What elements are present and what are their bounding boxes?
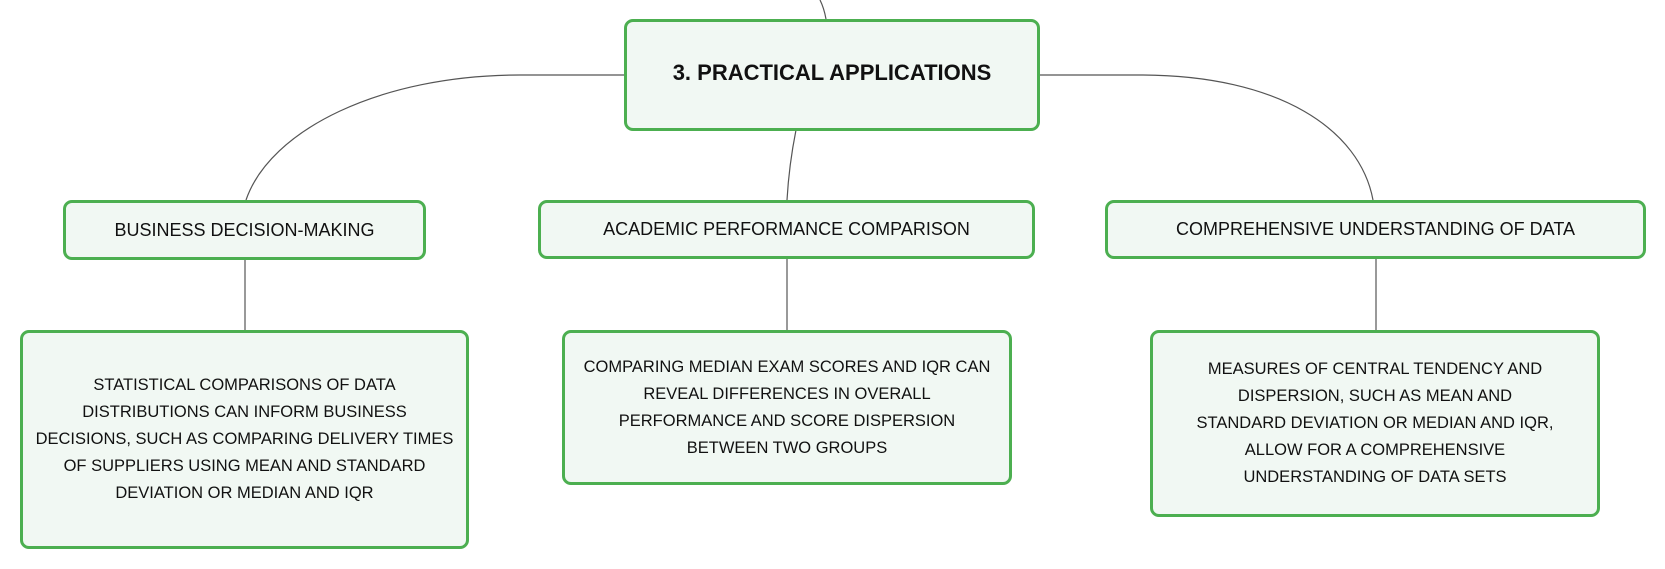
detail-text: COMPARING MEDIAN EXAM SCORES AND IQR CAN…: [583, 357, 991, 457]
link-parent-to-root: [819, 0, 827, 20]
branch-label: ACADEMIC PERFORMANCE COMPARISON: [603, 219, 970, 239]
link-root-to-business: [245, 74, 624, 201]
detail-text: STATISTICAL COMPARISONS OF DATA DISTRIBU…: [35, 376, 454, 502]
root-node[interactable]: 3. PRACTICAL APPLICATIONS: [624, 19, 1040, 131]
root-label: 3. PRACTICAL APPLICATIONS: [672, 60, 992, 85]
detail-node-academic[interactable]: COMPARING MEDIAN EXAM SCORES AND IQR CAN…: [562, 330, 1012, 485]
branch-label: BUSINESS DECISION-MAKING: [114, 219, 375, 240]
branch-node-comprehensive[interactable]: COMPREHENSIVE UNDERSTANDING OF DATA: [1105, 200, 1646, 259]
link-root-to-comprehensive: [1040, 74, 1374, 201]
detail-text: MEASURES OF CENTRAL TENDENCY AND DISPERS…: [1196, 360, 1554, 486]
detail-node-business[interactable]: STATISTICAL COMPARISONS OF DATA DISTRIBU…: [20, 330, 469, 549]
branch-node-academic[interactable]: ACADEMIC PERFORMANCE COMPARISON: [538, 200, 1035, 259]
branch-node-business[interactable]: BUSINESS DECISION-MAKING: [63, 200, 426, 260]
link-root-to-academic: [786, 129, 797, 201]
detail-node-comprehensive[interactable]: MEASURES OF CENTRAL TENDENCY AND DISPERS…: [1150, 330, 1600, 517]
branch-label: COMPREHENSIVE UNDERSTANDING OF DATA: [1175, 219, 1576, 239]
